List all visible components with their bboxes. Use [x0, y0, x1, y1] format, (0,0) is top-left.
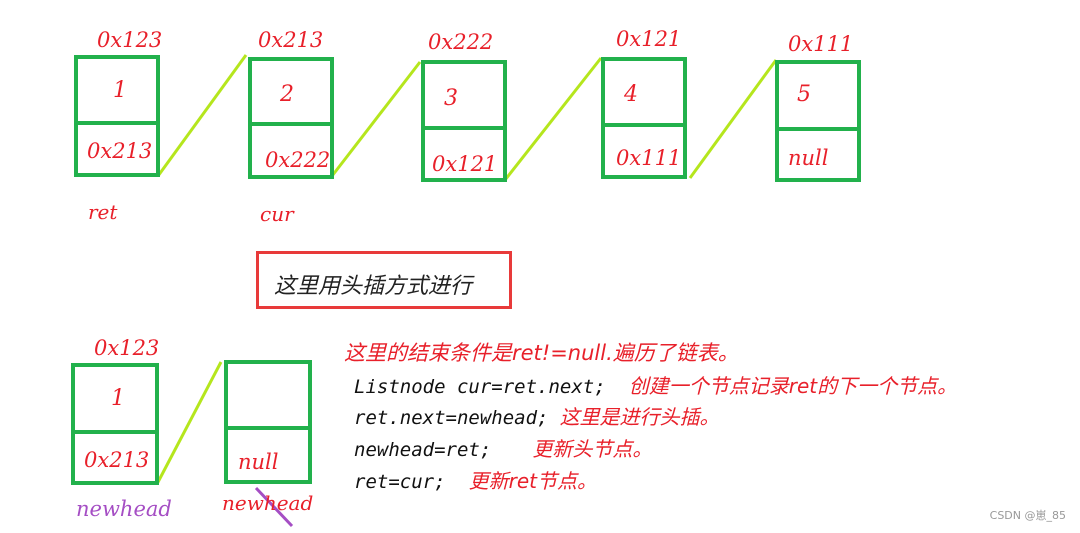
link-4-5 — [688, 59, 778, 179]
code-line-3: newhead=ret; 更新头节点。 — [354, 433, 652, 462]
node-address: 0x213 — [258, 28, 324, 52]
node-next: 0x222 — [265, 148, 331, 172]
end-condition-note: 这里的结束条件是ret!=null.遍历了链表。 — [344, 341, 739, 365]
node-next: 0x213 — [84, 448, 150, 472]
code-text: newhead=ret; — [354, 439, 492, 461]
note-box — [256, 251, 512, 309]
code-comment: 更新头节点。 — [532, 437, 653, 461]
list-node — [775, 60, 861, 182]
node-address: 0x222 — [428, 30, 494, 54]
list-node — [248, 57, 334, 179]
node-address: 0x111 — [788, 32, 854, 56]
list-node — [421, 60, 507, 182]
node-value: 3 — [444, 86, 458, 111]
note-text: 这里用头插方式进行 — [274, 274, 473, 299]
code-line-4: ret=cur; 更新ret节点。 — [354, 465, 597, 494]
code-text: Listnode cur=ret.next; — [354, 376, 606, 398]
list-node — [601, 57, 687, 179]
list-node — [74, 55, 160, 177]
node-next: 0x213 — [87, 139, 153, 163]
node-address: 0x121 — [616, 27, 682, 51]
list-node — [224, 360, 312, 484]
node-value: 1 — [113, 78, 127, 103]
watermark: CSDN @崽_85 — [989, 509, 1066, 522]
code-line-1: Listnode cur=ret.next; 创建一个节点记录ret的下一个节点… — [354, 370, 957, 399]
node-address: 0x123 — [94, 336, 160, 360]
node-next: 0x111 — [616, 146, 682, 170]
code-comment: 更新ret节点。 — [468, 469, 597, 493]
old-newhead-label: newhead — [222, 491, 314, 515]
link-bottom — [155, 361, 223, 485]
cur-label: cur — [260, 202, 294, 226]
link-3-4 — [503, 57, 603, 181]
node-value: 1 — [111, 386, 125, 411]
code-comment: 创建一个节点记录ret的下一个节点。 — [628, 374, 958, 398]
code-line-2: ret.next=newhead; 这里是进行头插。 — [354, 401, 720, 430]
link-1-2 — [156, 54, 248, 177]
code-text: ret=cur; — [354, 471, 446, 493]
node-address: 0x123 — [97, 28, 163, 52]
node-next: 0x121 — [432, 152, 498, 176]
list-node — [71, 363, 159, 485]
strike-mark — [254, 486, 294, 528]
newhead-label: newhead — [76, 497, 172, 521]
code-text: ret.next=newhead; — [354, 407, 549, 429]
node-next: null — [788, 146, 829, 170]
node-value: 2 — [280, 82, 294, 107]
node-next: null — [238, 450, 279, 474]
code-comment: 这里是进行头插。 — [559, 405, 720, 429]
link-2-3 — [330, 61, 422, 177]
node-value: 4 — [624, 82, 638, 107]
ret-label: ret — [88, 200, 118, 224]
node-value: 5 — [797, 82, 811, 107]
